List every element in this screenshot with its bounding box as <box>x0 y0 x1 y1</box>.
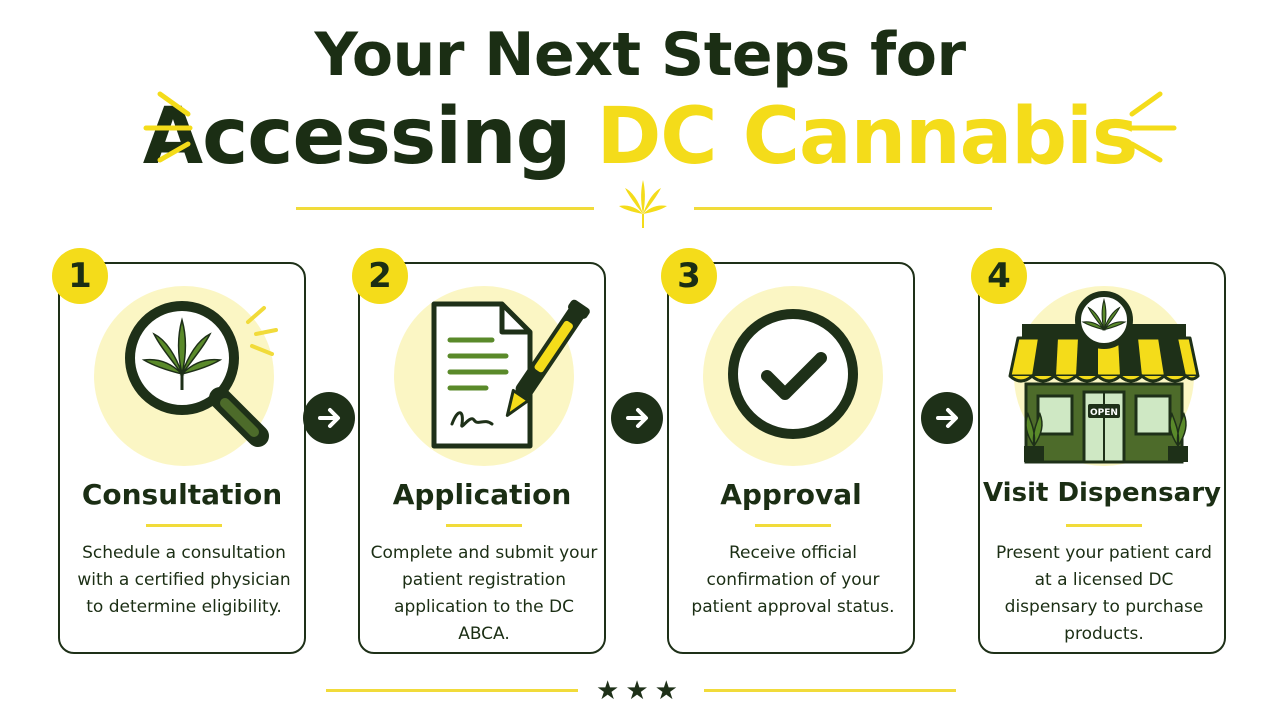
step-card-consultation: Consultation Schedule a consultation wit… <box>58 262 306 654</box>
title-underline <box>755 524 831 527</box>
next-arrow-icon <box>921 392 973 444</box>
title-underline <box>446 524 522 527</box>
step-title: Approval <box>720 478 862 511</box>
title-accessing: Accessing <box>142 92 572 182</box>
footer-stars-icon: ★★★ <box>596 676 684 706</box>
title-line-1: Your Next Steps for <box>314 20 966 90</box>
step-card-application: Application Complete and submit your pat… <box>358 262 606 654</box>
header-divider-left <box>296 207 594 210</box>
step-number-badge: 3 <box>661 248 717 304</box>
step-description: Receive official confirmation of your pa… <box>691 543 895 617</box>
next-arrow-icon <box>303 392 355 444</box>
left-burst-icon <box>143 91 193 163</box>
footer-divider-left <box>326 689 578 692</box>
footer-divider-right <box>704 689 956 692</box>
step-description: Present your patient card at a licensed … <box>996 543 1212 644</box>
step-title: Application <box>392 478 572 511</box>
title-dc-cannabis: DC Cannabis <box>596 92 1139 182</box>
document-pen-icon <box>431 299 590 449</box>
step-title: Visit Dispensary <box>983 478 1221 508</box>
title-underline <box>146 524 222 527</box>
dispensary-storefront-icon: OPEN <box>1008 291 1200 464</box>
magnifier-cannabis-leaf-icon <box>125 301 278 447</box>
next-arrow-icon <box>611 392 663 444</box>
header-divider-right <box>694 207 992 210</box>
step-card-visit-dispensary: OPEN Visit Dispensary Present your patie… <box>978 262 1226 654</box>
step-card-approval: Approval Receive official confirmation o… <box>667 262 915 654</box>
right-burst-icon <box>1127 91 1177 163</box>
step-description: Complete and submit your patient registr… <box>370 543 598 644</box>
cannabis-leaf-icon <box>619 180 667 228</box>
step-number-badge: 4 <box>971 248 1027 304</box>
open-sign-text: OPEN <box>1090 408 1118 418</box>
step-number-badge: 1 <box>52 248 108 304</box>
step-description: Schedule a consultation with a certified… <box>77 543 291 617</box>
step-number-badge: 2 <box>352 248 408 304</box>
title-underline <box>1066 524 1142 527</box>
checkmark-circle-icon <box>728 309 858 439</box>
title-line-2: Accessing DC Cannabis <box>0 92 1280 182</box>
step-title: Consultation <box>81 478 283 511</box>
